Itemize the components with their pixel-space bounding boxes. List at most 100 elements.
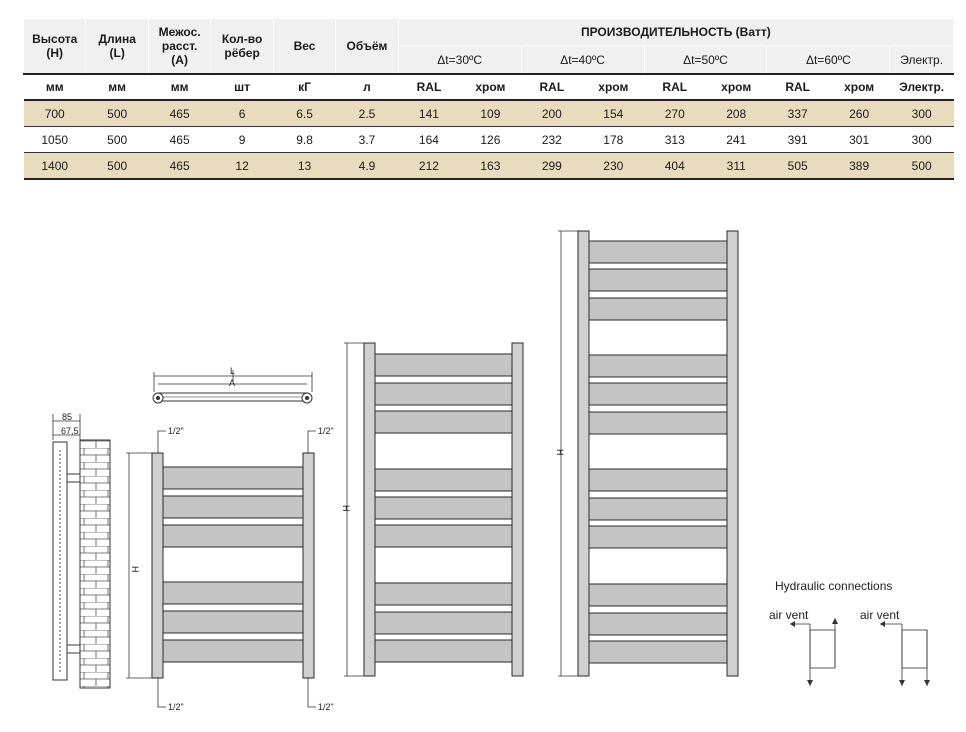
unit-cell: RAL [766, 73, 829, 101]
table-cell: 500 [85, 126, 149, 153]
table-cell: 141 [398, 100, 460, 127]
bar [588, 583, 728, 607]
unit-cell: RAL [398, 73, 460, 101]
table-cell: 2.5 [335, 100, 399, 127]
header-performance: ПРОИЗВОДИТЕЛЬНОСТЬ (Ватт) [397, 18, 955, 46]
side-view: 85 67,5 [52, 412, 111, 689]
pipe-top-right-label: 1/2" [318, 426, 334, 436]
table-cell: 337 [766, 100, 829, 127]
table-cell: 232 [521, 126, 583, 153]
bar [588, 640, 728, 664]
bar [588, 411, 728, 435]
header-dt50: Δt=50ºC [643, 45, 768, 75]
table-body: мм мм мм шт кГ л RAL хром RAL хром RAL х… [23, 73, 954, 180]
collector-right [726, 230, 739, 677]
table-cell: 9 [210, 126, 274, 153]
bar [162, 466, 304, 490]
hydraulic-title: Hydraulic connections [775, 579, 892, 593]
bar [374, 611, 513, 635]
table-cell: 404 [644, 152, 706, 180]
side-radiator-body [52, 441, 68, 681]
table-cell: 200 [521, 100, 583, 127]
unit-cell: л [335, 73, 399, 101]
bar [162, 524, 304, 548]
scheme-right [880, 621, 930, 686]
bar [588, 268, 728, 292]
table-cell: 163 [459, 152, 522, 180]
unit-cell: RAL [521, 73, 583, 101]
unit-cell: мм [23, 73, 86, 101]
top-dim-a: A [229, 378, 235, 388]
table-cell: 311 [705, 152, 767, 180]
bar [588, 468, 728, 492]
table-cell: 300 [889, 126, 954, 153]
top-view: L A [152, 366, 313, 404]
bar [588, 382, 728, 406]
table-cell: 465 [148, 100, 211, 127]
table-cell: 465 [148, 126, 211, 153]
side-bracket-bottom [66, 644, 81, 654]
table-cell: 500 [85, 152, 149, 180]
table-cell: 241 [705, 126, 767, 153]
table-cell: 154 [582, 100, 645, 127]
height-label-1050: H [341, 505, 351, 512]
unit-cell: хром [582, 73, 645, 101]
height-label-1400: H [555, 449, 565, 456]
side-dim-inner: 67,5 [61, 426, 79, 436]
header-spacing: Межос.расст.(A) [147, 18, 212, 75]
table-cell: 9.8 [273, 126, 336, 153]
header-volume: Объём [335, 18, 399, 75]
table-cell: 465 [148, 152, 211, 180]
bar [588, 297, 728, 321]
header-weight: Вес [272, 18, 337, 75]
table-cell: 700 [23, 100, 86, 127]
air-vent-left-label: air vent [769, 608, 809, 622]
radiator-front-1050: H [341, 342, 524, 677]
pipe-bottom-right-label: 1/2" [318, 702, 334, 712]
header-length: Длина(L) [85, 18, 149, 75]
radiator-front-1400: H [555, 230, 739, 677]
unit-cell: хром [459, 73, 522, 101]
table-cell: 300 [889, 100, 954, 127]
table-cell: 389 [828, 152, 890, 180]
bar [162, 581, 304, 605]
table-cell: 500 [85, 100, 149, 127]
collector-right [302, 452, 315, 679]
table-cell: 260 [828, 100, 890, 127]
collector-left [577, 230, 590, 677]
unit-cell: хром [828, 73, 890, 101]
bar [374, 582, 513, 606]
collector-left [363, 342, 376, 677]
height-label-700: H [130, 566, 140, 573]
bar [588, 525, 728, 549]
top-dim-l: L [230, 366, 235, 376]
table-cell: 109 [459, 100, 522, 127]
pipe-bottom-left-label: 1/2" [168, 702, 184, 712]
bar [374, 468, 513, 492]
header-dt30: Δt=30ºC [397, 45, 522, 75]
units-row: мм мм мм шт кГ л RAL хром RAL хром RAL х… [23, 73, 954, 101]
table-cell: 230 [582, 152, 645, 180]
bar [588, 240, 728, 264]
table-cell: 301 [828, 126, 890, 153]
unit-cell: хром [705, 73, 767, 101]
table-cell: 212 [398, 152, 460, 180]
header-dt60: Δt=60ºC [766, 45, 891, 75]
collector-left [151, 452, 164, 679]
unit-cell: Электр. [889, 73, 954, 101]
side-dim-outer: 85 [62, 412, 72, 422]
table-cell: 208 [705, 100, 767, 127]
bar [374, 410, 513, 434]
table-cell: 391 [766, 126, 829, 153]
table-cell: 4.9 [335, 152, 399, 180]
air-vent-right-label: air vent [860, 608, 900, 622]
bar [162, 610, 304, 634]
brick-wall [79, 439, 111, 689]
table-cell: 1050 [23, 126, 86, 153]
collector-right [511, 342, 524, 677]
